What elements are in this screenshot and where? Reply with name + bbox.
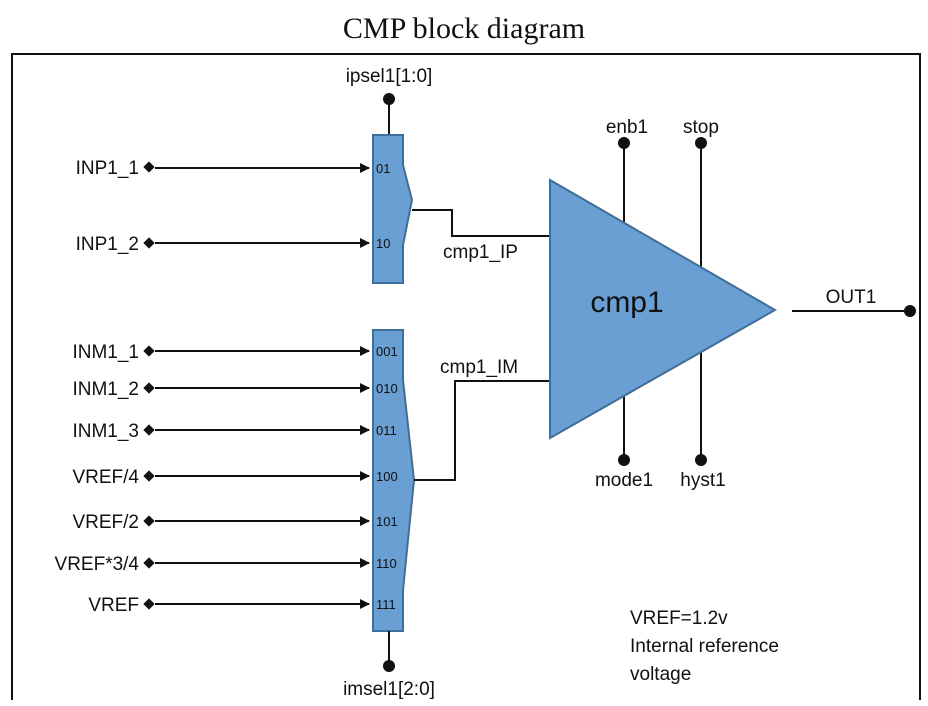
- mux1: ipsel1[1:0] INP1_1 01 INP1_2 10 cmp1_IP: [76, 66, 568, 284]
- mux2-input-code: 110: [376, 556, 397, 571]
- mux2-input-code: 111: [376, 597, 396, 612]
- vref-note-line: voltage: [630, 664, 691, 685]
- mux2-input-diamond: [143, 470, 155, 482]
- mux1-input-1-code: 01: [376, 161, 390, 176]
- mux1-input-2-diamond: [143, 237, 155, 249]
- mux1-body: [372, 134, 414, 284]
- mux2-input: VREF/4 100: [72, 467, 397, 488]
- mux2-input: INM1_1 001: [72, 342, 397, 363]
- comparator-label: cmp1: [590, 286, 663, 319]
- mux2-input-diamond: [143, 424, 155, 436]
- mux1-select-dot: [383, 93, 395, 105]
- mux2-body: [372, 329, 416, 632]
- stop-label: stop: [683, 117, 719, 138]
- hyst1-dot: [695, 454, 707, 466]
- mux1-select-label: ipsel1[1:0]: [346, 66, 433, 87]
- enb1-label: enb1: [606, 117, 648, 138]
- comparator: cmp1 enb1 stop mode1 hyst1 OUT1: [549, 117, 916, 491]
- mux1-input-2-label: INP1_2: [76, 234, 139, 255]
- mux2-output-label: cmp1_IM: [440, 357, 518, 378]
- mux2-input-label: VREF/2: [72, 512, 139, 533]
- stop-dot: [695, 137, 707, 149]
- out1-dot: [904, 305, 916, 317]
- mux2-input: VREF 111: [88, 595, 395, 616]
- mux2: imsel1[2:0] INM1_1 001 INM1_2 010 INM1_3…: [55, 329, 568, 700]
- mux1-output-wire: [412, 209, 568, 237]
- mux1-output-label: cmp1_IP: [443, 242, 518, 263]
- mux2-input-code: 101: [376, 514, 398, 529]
- mux2-input-diamond: [143, 557, 155, 569]
- mux2-input-label: INM1_2: [72, 379, 139, 400]
- mux2-input: INM1_3 011: [72, 421, 396, 442]
- mux2-input-label: VREF/4: [72, 467, 139, 488]
- mux2-select-label: imsel1[2:0]: [343, 679, 435, 700]
- vref-note: VREF=1.2v Internal reference voltage: [630, 608, 779, 685]
- mux2-input-code: 010: [376, 381, 398, 396]
- mux2-input: INM1_2 010: [72, 379, 397, 400]
- mux2-input-label: INM1_3: [72, 421, 139, 442]
- mux2-input: VREF/2 101: [72, 512, 397, 533]
- mux2-input-label: VREF*3/4: [55, 554, 140, 575]
- mux2-input-diamond: [143, 345, 155, 357]
- mux1-input-1-diamond: [143, 161, 155, 173]
- hyst1-label: hyst1: [680, 470, 725, 491]
- mux2-input-label: VREF: [88, 595, 139, 616]
- vref-note-line: Internal reference: [630, 636, 779, 657]
- mode1-dot: [618, 454, 630, 466]
- diagram-title: CMP block diagram: [342, 12, 586, 45]
- out1-label: OUT1: [826, 287, 877, 308]
- mux2-input: VREF*3/4 110: [55, 554, 397, 575]
- mux2-input-code: 001: [376, 344, 398, 359]
- mux2-input-code: 011: [376, 423, 397, 438]
- mux1-input-2-code: 10: [376, 236, 390, 251]
- mode1-label: mode1: [595, 470, 653, 491]
- mux2-input-diamond: [143, 515, 155, 527]
- mux2-input-diamond: [143, 598, 155, 610]
- mux2-input-code: 100: [376, 469, 398, 484]
- mux2-input-label: INM1_1: [72, 342, 139, 363]
- vref-note-line: VREF=1.2v: [630, 608, 728, 629]
- mux2-input-diamond: [143, 382, 155, 394]
- mux2-select-dot: [383, 660, 395, 672]
- mux1-input-1-label: INP1_1: [76, 158, 139, 179]
- comparator-triangle: [549, 178, 778, 440]
- diagram-frame: [11, 53, 921, 700]
- enb1-dot: [618, 137, 630, 149]
- mux2-output-wire: [414, 380, 568, 481]
